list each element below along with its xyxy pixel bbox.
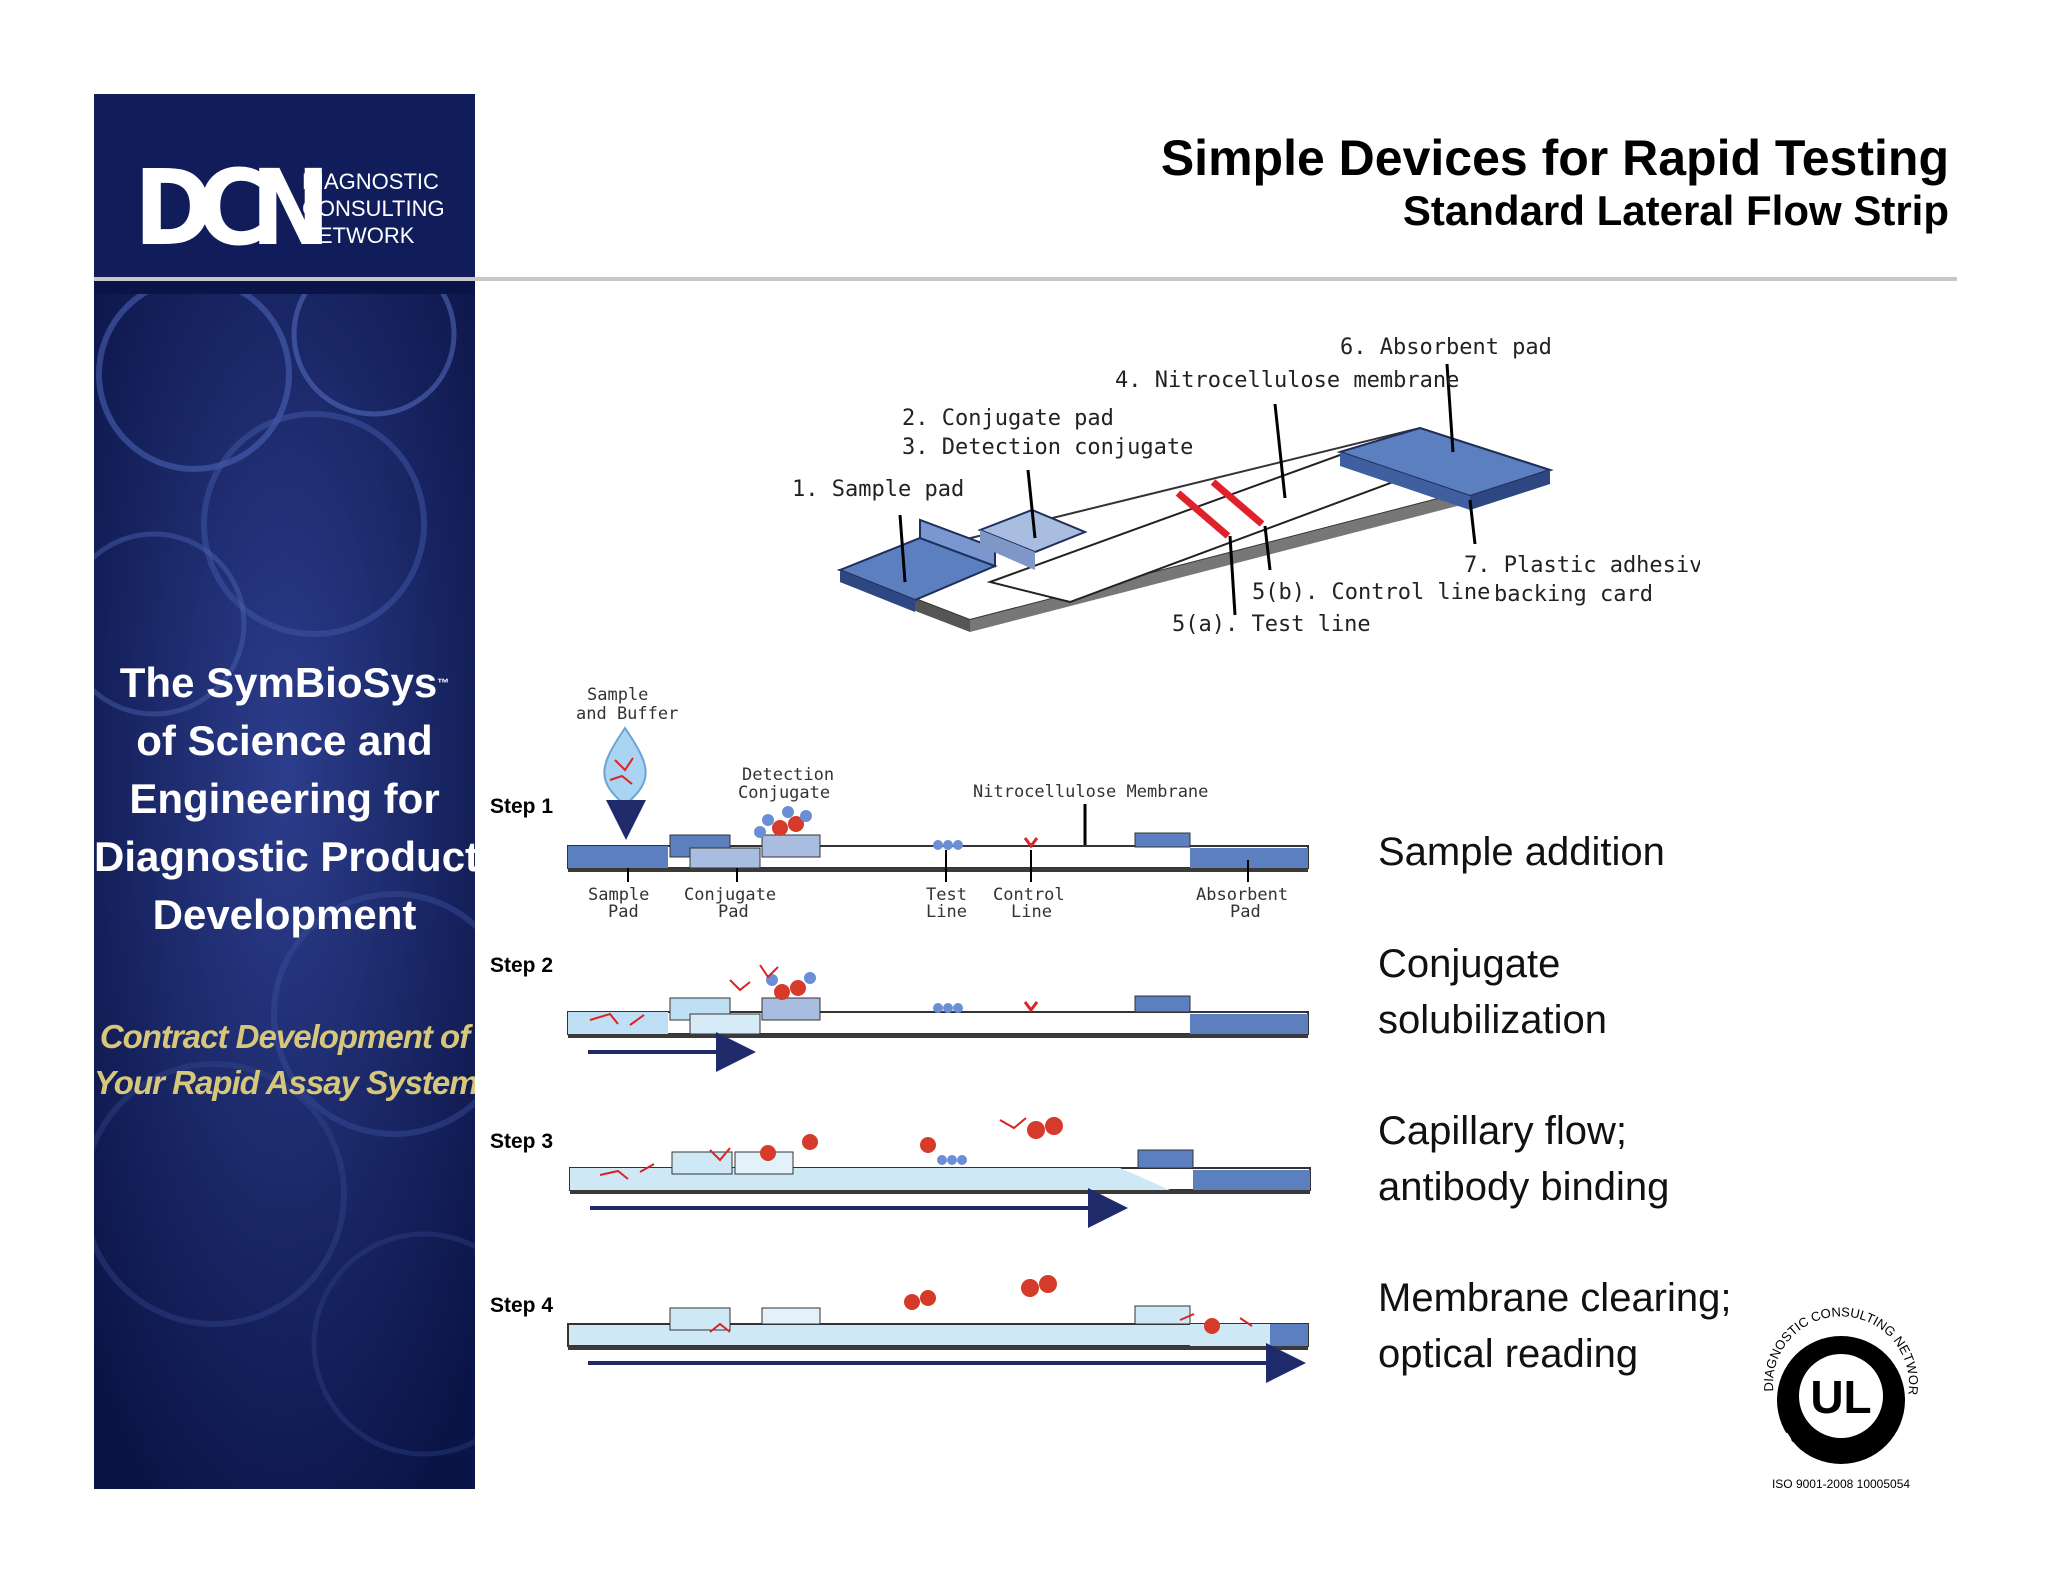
label-detection-1: Detection bbox=[742, 765, 834, 785]
lateral-flow-steps-diagram: Sample and Buffer Detection Conjugate Ni… bbox=[567, 685, 1311, 1383]
ul-mark: UL bbox=[1810, 1371, 1871, 1423]
logo-word-2: CONSULTING bbox=[302, 196, 445, 221]
tagline-line-4: Diagnostic Product bbox=[94, 833, 475, 880]
step-4-label: Step 4 bbox=[490, 1294, 554, 1317]
slide-subtitle: Standard Lateral Flow Strip bbox=[1402, 187, 1949, 234]
label-control-line-1: Control bbox=[993, 885, 1065, 905]
step-3-strip bbox=[569, 1117, 1311, 1228]
label-sample-pad-2: Pad bbox=[608, 902, 639, 922]
label-absorbent-pad-2: Pad bbox=[1230, 902, 1261, 922]
step-2-description: Conjugate solubilization bbox=[1378, 936, 1607, 1048]
step-4-desc-line-2: optical reading bbox=[1378, 1332, 1639, 1376]
label-test-line-2: Line bbox=[926, 902, 967, 922]
cell-background-art bbox=[94, 294, 475, 1489]
label-test-line-1: Test bbox=[926, 885, 967, 905]
ul-registered-firm-badge: DIAGNOSTIC CONSULTING NETWORK UL REGISTE… bbox=[1752, 1278, 1921, 1491]
label-nitro-membrane: Nitrocellulose Membrane bbox=[973, 782, 1208, 802]
label-nitrocellulose: 4. Nitrocellulose membrane bbox=[1115, 368, 1459, 393]
step-3-label: Step 3 bbox=[490, 1130, 554, 1153]
sample-drop-icon bbox=[603, 726, 647, 807]
step-1-description: Sample addition bbox=[1378, 824, 1665, 880]
label-control-line-2: Line bbox=[1011, 902, 1052, 922]
label-sample-and-buffer-2: and Buffer bbox=[576, 704, 678, 724]
step-3-description: Capillary flow; antibody binding bbox=[1378, 1103, 1669, 1215]
label-conjugate-pad-1: Conjugate bbox=[684, 885, 776, 905]
control-line-mark bbox=[1210, 479, 1265, 527]
logo-mark: DCN bbox=[134, 147, 331, 269]
tagline-line-5: Development bbox=[152, 891, 417, 938]
contract-line-1: Contract Development of bbox=[99, 1018, 470, 1055]
step-4-description: Membrane clearing; optical reading bbox=[1378, 1270, 1732, 1382]
company-logo[interactable]: DCN DIAGNOSTIC CONSULTING NETWORK bbox=[94, 94, 475, 278]
step-1-strip: Sample and Buffer Detection Conjugate Ni… bbox=[567, 685, 1309, 922]
label-conjugate-pad: 2. Conjugate pad bbox=[902, 406, 1114, 431]
logo-word-1: DIAGNOSTIC bbox=[302, 169, 439, 194]
tagline-line-1: The SymBioSys bbox=[119, 659, 438, 706]
header-divider bbox=[94, 277, 1957, 281]
label-control-line: 5(b). Control line bbox=[1252, 580, 1490, 605]
label-sample-pad-1: Sample bbox=[588, 885, 649, 905]
step-3-desc-line-1: Capillary flow; bbox=[1378, 1109, 1627, 1153]
tagline-line-3: Engineering for bbox=[129, 775, 440, 822]
step-4-strip bbox=[567, 1275, 1309, 1383]
logo-wordmark: DIAGNOSTIC CONSULTING NETWORK bbox=[302, 168, 445, 249]
step-2-strip bbox=[567, 964, 1309, 1072]
test-line-mark bbox=[1175, 490, 1231, 539]
label-absorbent-pad: 6. Absorbent pad bbox=[1340, 335, 1552, 360]
label-detection-conjugate: 3. Detection conjugate bbox=[902, 435, 1193, 460]
ul-iso-text: ISO 9001-2008 10005054 bbox=[1772, 1477, 1910, 1491]
label-plastic-backing-2: backing card bbox=[1494, 582, 1653, 607]
lateral-flow-strip-diagram: 6. Absorbent pad 4. Nitrocellulose membr… bbox=[792, 335, 1700, 637]
label-conjugate-pad-2: Pad bbox=[718, 902, 749, 922]
trademark-symbol: ™ bbox=[437, 676, 450, 690]
label-detection-2: Conjugate bbox=[738, 783, 830, 803]
label-sample-and-buffer-1: Sample bbox=[587, 685, 648, 705]
step-1-label: Step 1 bbox=[490, 795, 554, 818]
sidebar-banner: DCN DIAGNOSTIC CONSULTING NETWORK The Sy… bbox=[94, 94, 475, 1489]
label-sample-pad: 1. Sample pad bbox=[792, 477, 964, 502]
label-absorbent-pad-1: Absorbent bbox=[1196, 885, 1288, 905]
sidebar-tagline: The SymBioSys™ of Science and Engineerin… bbox=[94, 654, 475, 944]
label-plastic-backing-1: 7. Plastic adhesive bbox=[1464, 553, 1700, 578]
contract-development-note: Contract Development of Your Rapid Assay… bbox=[94, 1014, 475, 1106]
step-1-desc-line-1: Sample addition bbox=[1378, 830, 1665, 874]
contract-line-2: Your Rapid Assay Systems bbox=[94, 1064, 475, 1101]
tagline-line-2: of Science and bbox=[136, 717, 433, 764]
logo-word-3: NETWORK bbox=[302, 223, 415, 248]
step-2-desc-line-2: solubilization bbox=[1378, 998, 1608, 1042]
slide-title: Simple Devices for Rapid Testing bbox=[1160, 130, 1949, 186]
label-test-line: 5(a). Test line bbox=[1172, 612, 1371, 637]
step-3-desc-line-2: antibody binding bbox=[1378, 1165, 1670, 1209]
step-4-desc-line-1: Membrane clearing; bbox=[1378, 1276, 1732, 1320]
step-2-label: Step 2 bbox=[490, 954, 554, 977]
step-2-desc-line-1: Conjugate bbox=[1378, 942, 1561, 986]
